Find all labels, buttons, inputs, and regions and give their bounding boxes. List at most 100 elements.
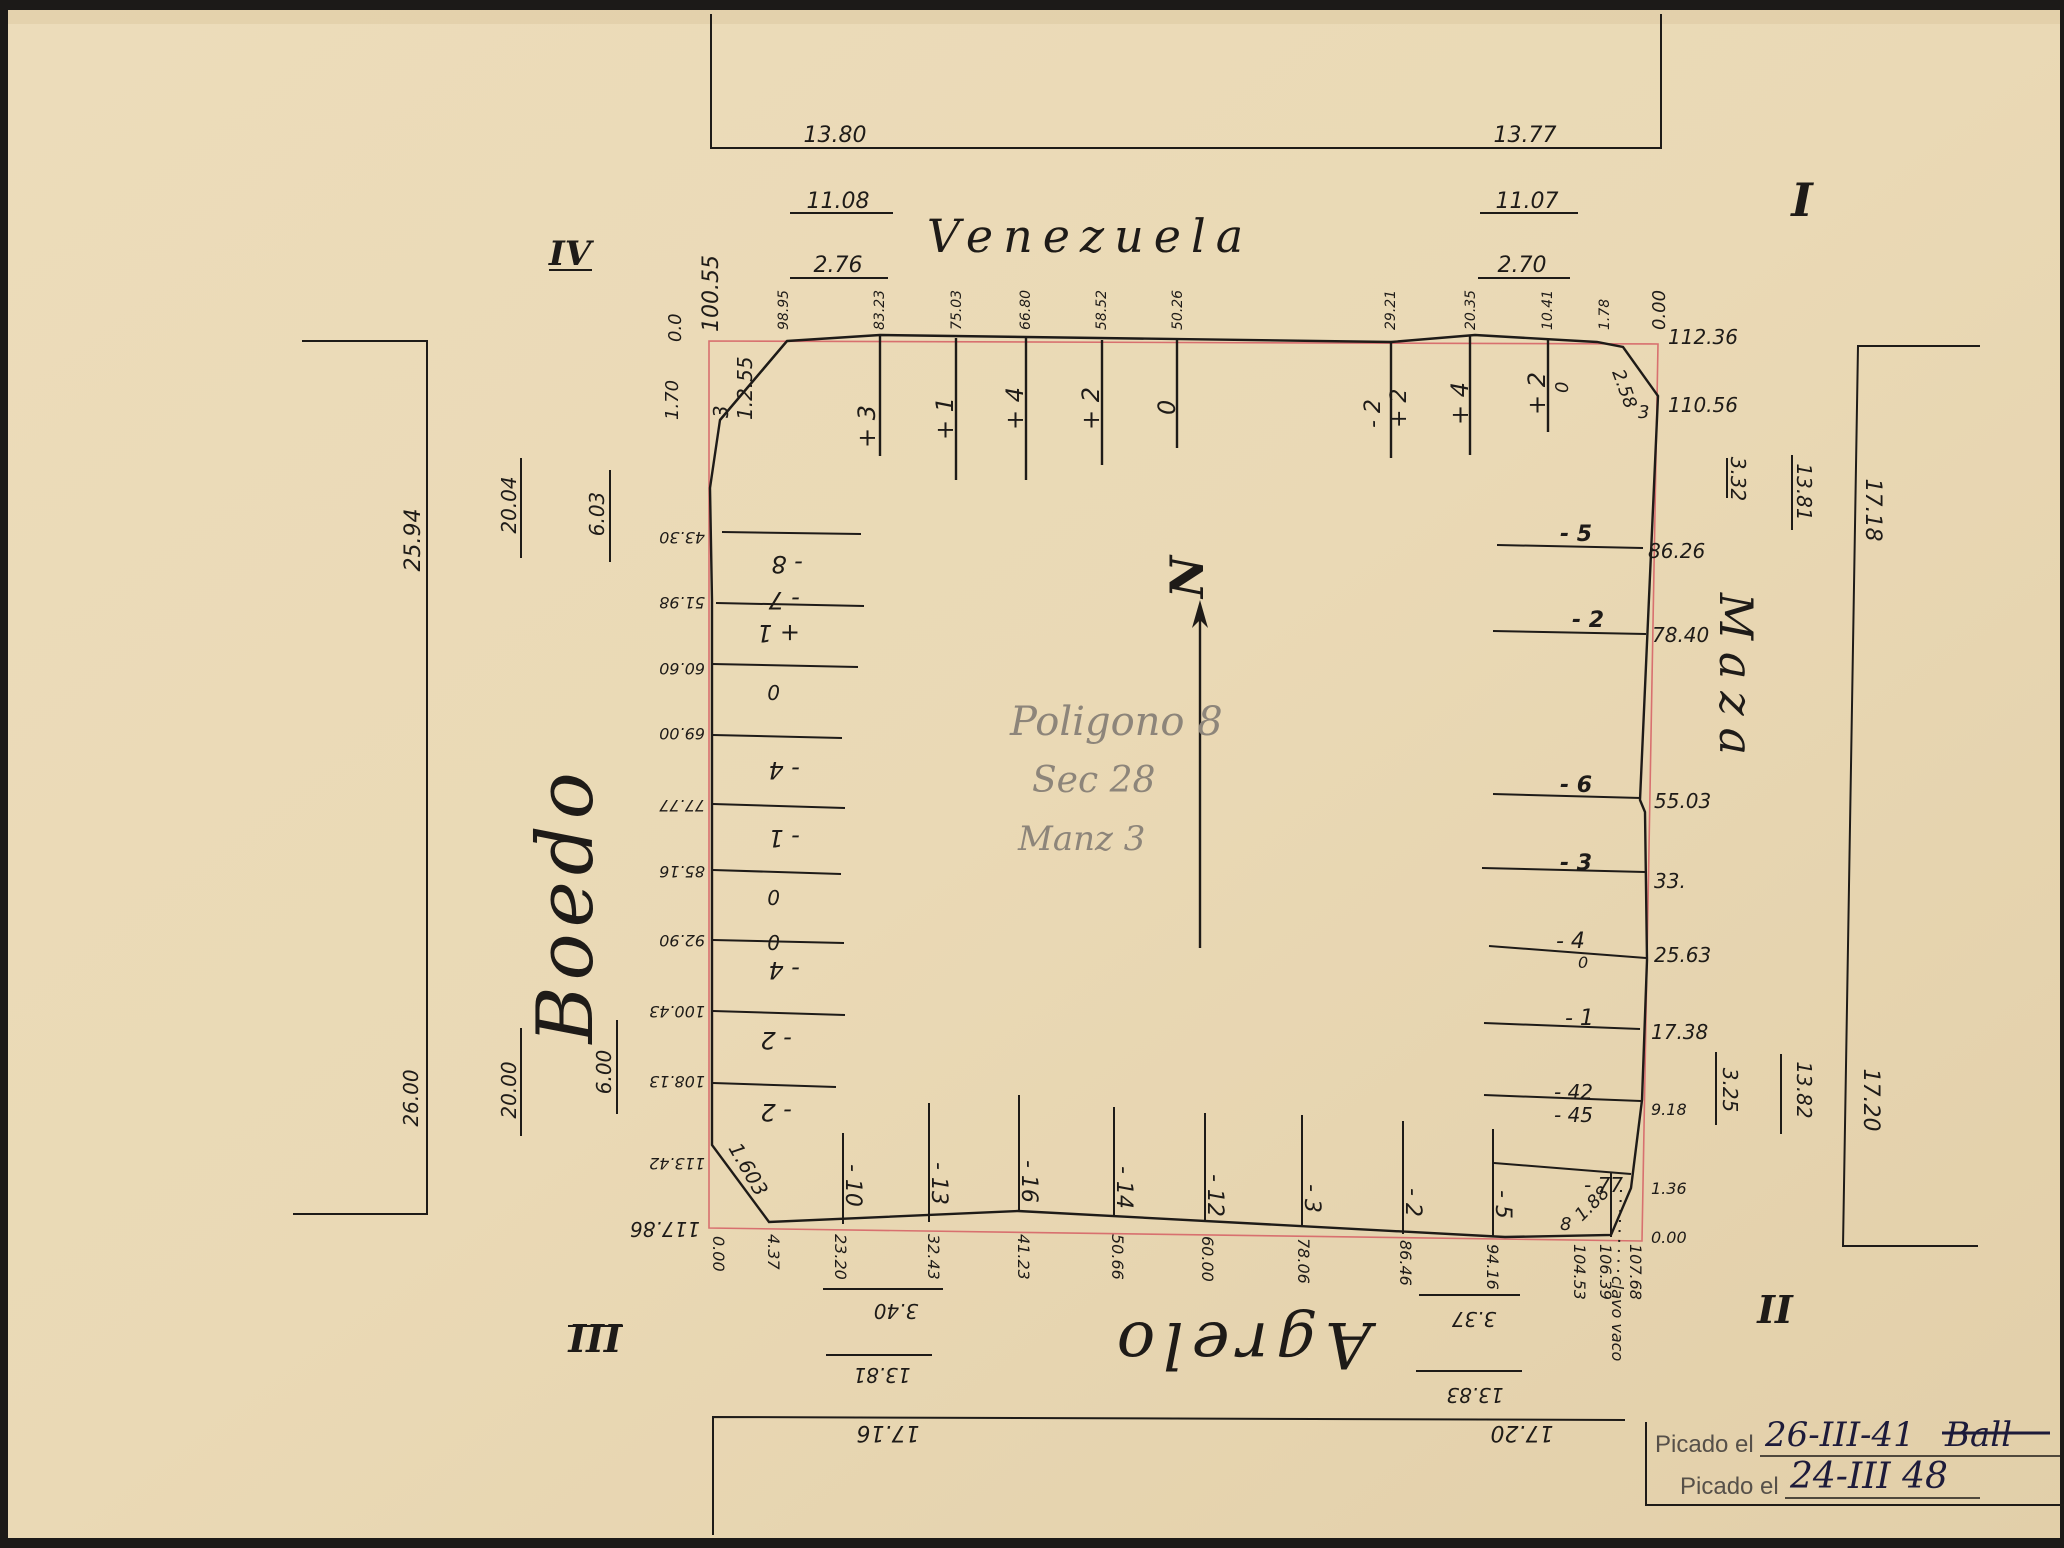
west-chain-label: 51.98 xyxy=(659,593,705,612)
south-chain-label: 104.53 xyxy=(1570,1244,1589,1300)
west-offset-label: - 2 xyxy=(760,1098,792,1126)
east-offset-label: 8 xyxy=(1560,1214,1571,1235)
south-chain-label: 0.00 xyxy=(709,1236,728,1272)
south-dim-upper-left: 3.40 xyxy=(874,1299,919,1323)
east-offset-label: 0 xyxy=(1578,953,1588,972)
north-offset-label: 0 xyxy=(1552,382,1573,393)
east-dim-bot-outer: 17.20 xyxy=(1858,1069,1883,1132)
west-offset-label: - 1 xyxy=(768,824,800,852)
east-offset-label: - 2 xyxy=(1572,608,1604,633)
paper-shade xyxy=(8,10,2060,24)
east-chain-label: 25.63 xyxy=(1654,943,1711,967)
north-chain-labels: 100.55 98.95 83.23 75.03 66.80 58.52 50.… xyxy=(699,255,1670,332)
south-offset-label: - 10 xyxy=(840,1164,865,1207)
south-chain-label: 41.23 xyxy=(1014,1234,1033,1280)
stamp-box-outline xyxy=(1645,1422,2064,1506)
west-chain-label: 43.30 xyxy=(659,528,705,547)
north-offset-label: + 2 xyxy=(1077,387,1105,430)
east-dim-bot-inner: 3.25 xyxy=(1718,1068,1742,1113)
north-chain-label: 50.26 xyxy=(1170,290,1186,330)
south-offset-label: - 14 xyxy=(1111,1166,1136,1209)
quadrant-nw: IV xyxy=(548,234,595,274)
nw-corner-label: 0.0 xyxy=(665,313,686,342)
south-dim-bottom-left: 17.16 xyxy=(857,1420,920,1445)
south-offset-label: - 12 xyxy=(1202,1174,1227,1217)
east-chain-label: 1.36 xyxy=(1651,1179,1687,1198)
east-chain-label: 33. xyxy=(1654,869,1686,893)
south-offset-label: - 13 xyxy=(926,1162,951,1205)
ne-corner-label: 3 xyxy=(1638,402,1649,423)
stamp-line1-label: Picado el xyxy=(1655,1431,1754,1458)
nw-corner-label: 1.2.55 xyxy=(733,356,757,420)
north-chain-label: 100.55 xyxy=(699,255,724,332)
south-chain-label: 94.16 xyxy=(1483,1244,1502,1290)
west-chain-label: 60.60 xyxy=(659,659,705,678)
south-offset-label: - 5 xyxy=(1490,1190,1515,1219)
north-dim-outer-left: 13.80 xyxy=(804,123,867,148)
east-dim-top-outer: 17.18 xyxy=(1860,479,1885,542)
east-offset-lines xyxy=(1481,544,1647,1175)
south-block-outline xyxy=(712,1415,1626,1535)
west-chain-label: 113.42 xyxy=(649,1154,705,1173)
west-offset-labels: - 8 - 7 + 1 0 - 4 - 1 0 0 - 4 - 2 - 2 xyxy=(757,550,803,1126)
stamp-line2-date: 24-III 48 xyxy=(1789,1456,1948,1497)
south-offset-labels: - 10 - 13 - 16 - 14 - 12 - 3 - 2 - 5 xyxy=(840,1160,1515,1219)
street-name-north: Venezuela xyxy=(927,209,1253,263)
south-chain-labels: 0.00 4.37 23.20 32.43 41.23 50.66 60.00 … xyxy=(709,1234,1645,1300)
south-dim-lower-right: 13.83 xyxy=(1446,1383,1503,1407)
stamp-line1-date: 26-III-41 xyxy=(1764,1415,1915,1455)
nw-corner-label: 1.70 xyxy=(662,380,683,420)
north-dim-inner-right: 2.70 xyxy=(1498,253,1547,278)
north-chain-label: 75.03 xyxy=(949,290,965,330)
east-block-outline xyxy=(1841,345,1980,1247)
east-offset-label: - 3 xyxy=(1560,851,1592,876)
north-chain-label: 0.00 xyxy=(1649,290,1670,330)
east-offset-label: - 4 xyxy=(1556,929,1585,954)
north-offset-label: - 2 xyxy=(1361,399,1386,428)
west-offset-lines xyxy=(711,531,865,1088)
west-chain-label: 85.16 xyxy=(659,862,705,881)
east-chain-label: 9.18 xyxy=(1651,1100,1687,1119)
east-offset-label: - 6 xyxy=(1560,773,1592,798)
quadrant-ne: I xyxy=(1789,173,1814,227)
north-dim-mid-left: 11.08 xyxy=(807,189,870,214)
street-name-east: Maza xyxy=(1709,592,1763,767)
west-offset-label: - 7 xyxy=(768,586,800,614)
pencil-label-line2: Sec 28 xyxy=(1032,760,1155,801)
west-chain-label: 108.13 xyxy=(649,1072,705,1091)
nw-corner-label: 3 xyxy=(709,405,733,418)
north-offset-label: + 3 xyxy=(853,405,881,448)
west-chain-labels: 43.30 51.98 60.60 69.00 77.77 85.16 92.9… xyxy=(630,528,705,1241)
north-offset-label: + 1 xyxy=(931,397,959,440)
west-chain-label: 92.90 xyxy=(659,931,705,950)
west-chain-label: 117.86 xyxy=(630,1217,700,1241)
west-offset-label: - 2 xyxy=(760,1026,792,1054)
west-offset-label: 0 xyxy=(767,930,780,954)
north-offset-label: + 2 xyxy=(1523,372,1551,415)
street-name-west: Boedo xyxy=(521,766,611,1045)
west-offset-label: - 4 xyxy=(768,956,800,984)
south-dim-lower-left: 13.81 xyxy=(853,1363,910,1387)
street-name-south: Agrelo xyxy=(1109,1307,1377,1381)
east-offset-label: - 45 xyxy=(1554,1103,1593,1127)
north-offset-label: + 2 xyxy=(1387,389,1412,428)
west-dim-bot-outer: 26.00 xyxy=(399,1069,423,1126)
paper xyxy=(8,10,2060,1538)
ne-corner-label: 110.56 xyxy=(1668,393,1738,417)
west-offset-label: + 1 xyxy=(757,619,800,647)
south-note-clavo: clavo vaco xyxy=(1608,1276,1627,1361)
north-dim-mid-right: 11.07 xyxy=(1496,189,1559,214)
west-chain-label: 77.77 xyxy=(658,796,705,815)
north-chain-label: 1.78 xyxy=(1597,299,1613,330)
red-reference-polygon xyxy=(708,340,1659,1242)
south-chain-label: 60.00 xyxy=(1198,1236,1217,1282)
east-dim-top-mid: 13.81 xyxy=(1792,463,1816,520)
south-offset-lines xyxy=(842,1095,1612,1237)
east-chain-label: 17.38 xyxy=(1651,1020,1708,1044)
south-chain-label: 50.66 xyxy=(1108,1234,1127,1280)
east-offset-label: - 77 xyxy=(1584,1173,1623,1197)
east-chain-label: 55.03 xyxy=(1654,789,1711,813)
north-offset-lines xyxy=(878,335,1550,480)
south-chain-label: 32.43 xyxy=(924,1234,943,1280)
ne-corner-label: 112.36 xyxy=(1668,325,1738,349)
